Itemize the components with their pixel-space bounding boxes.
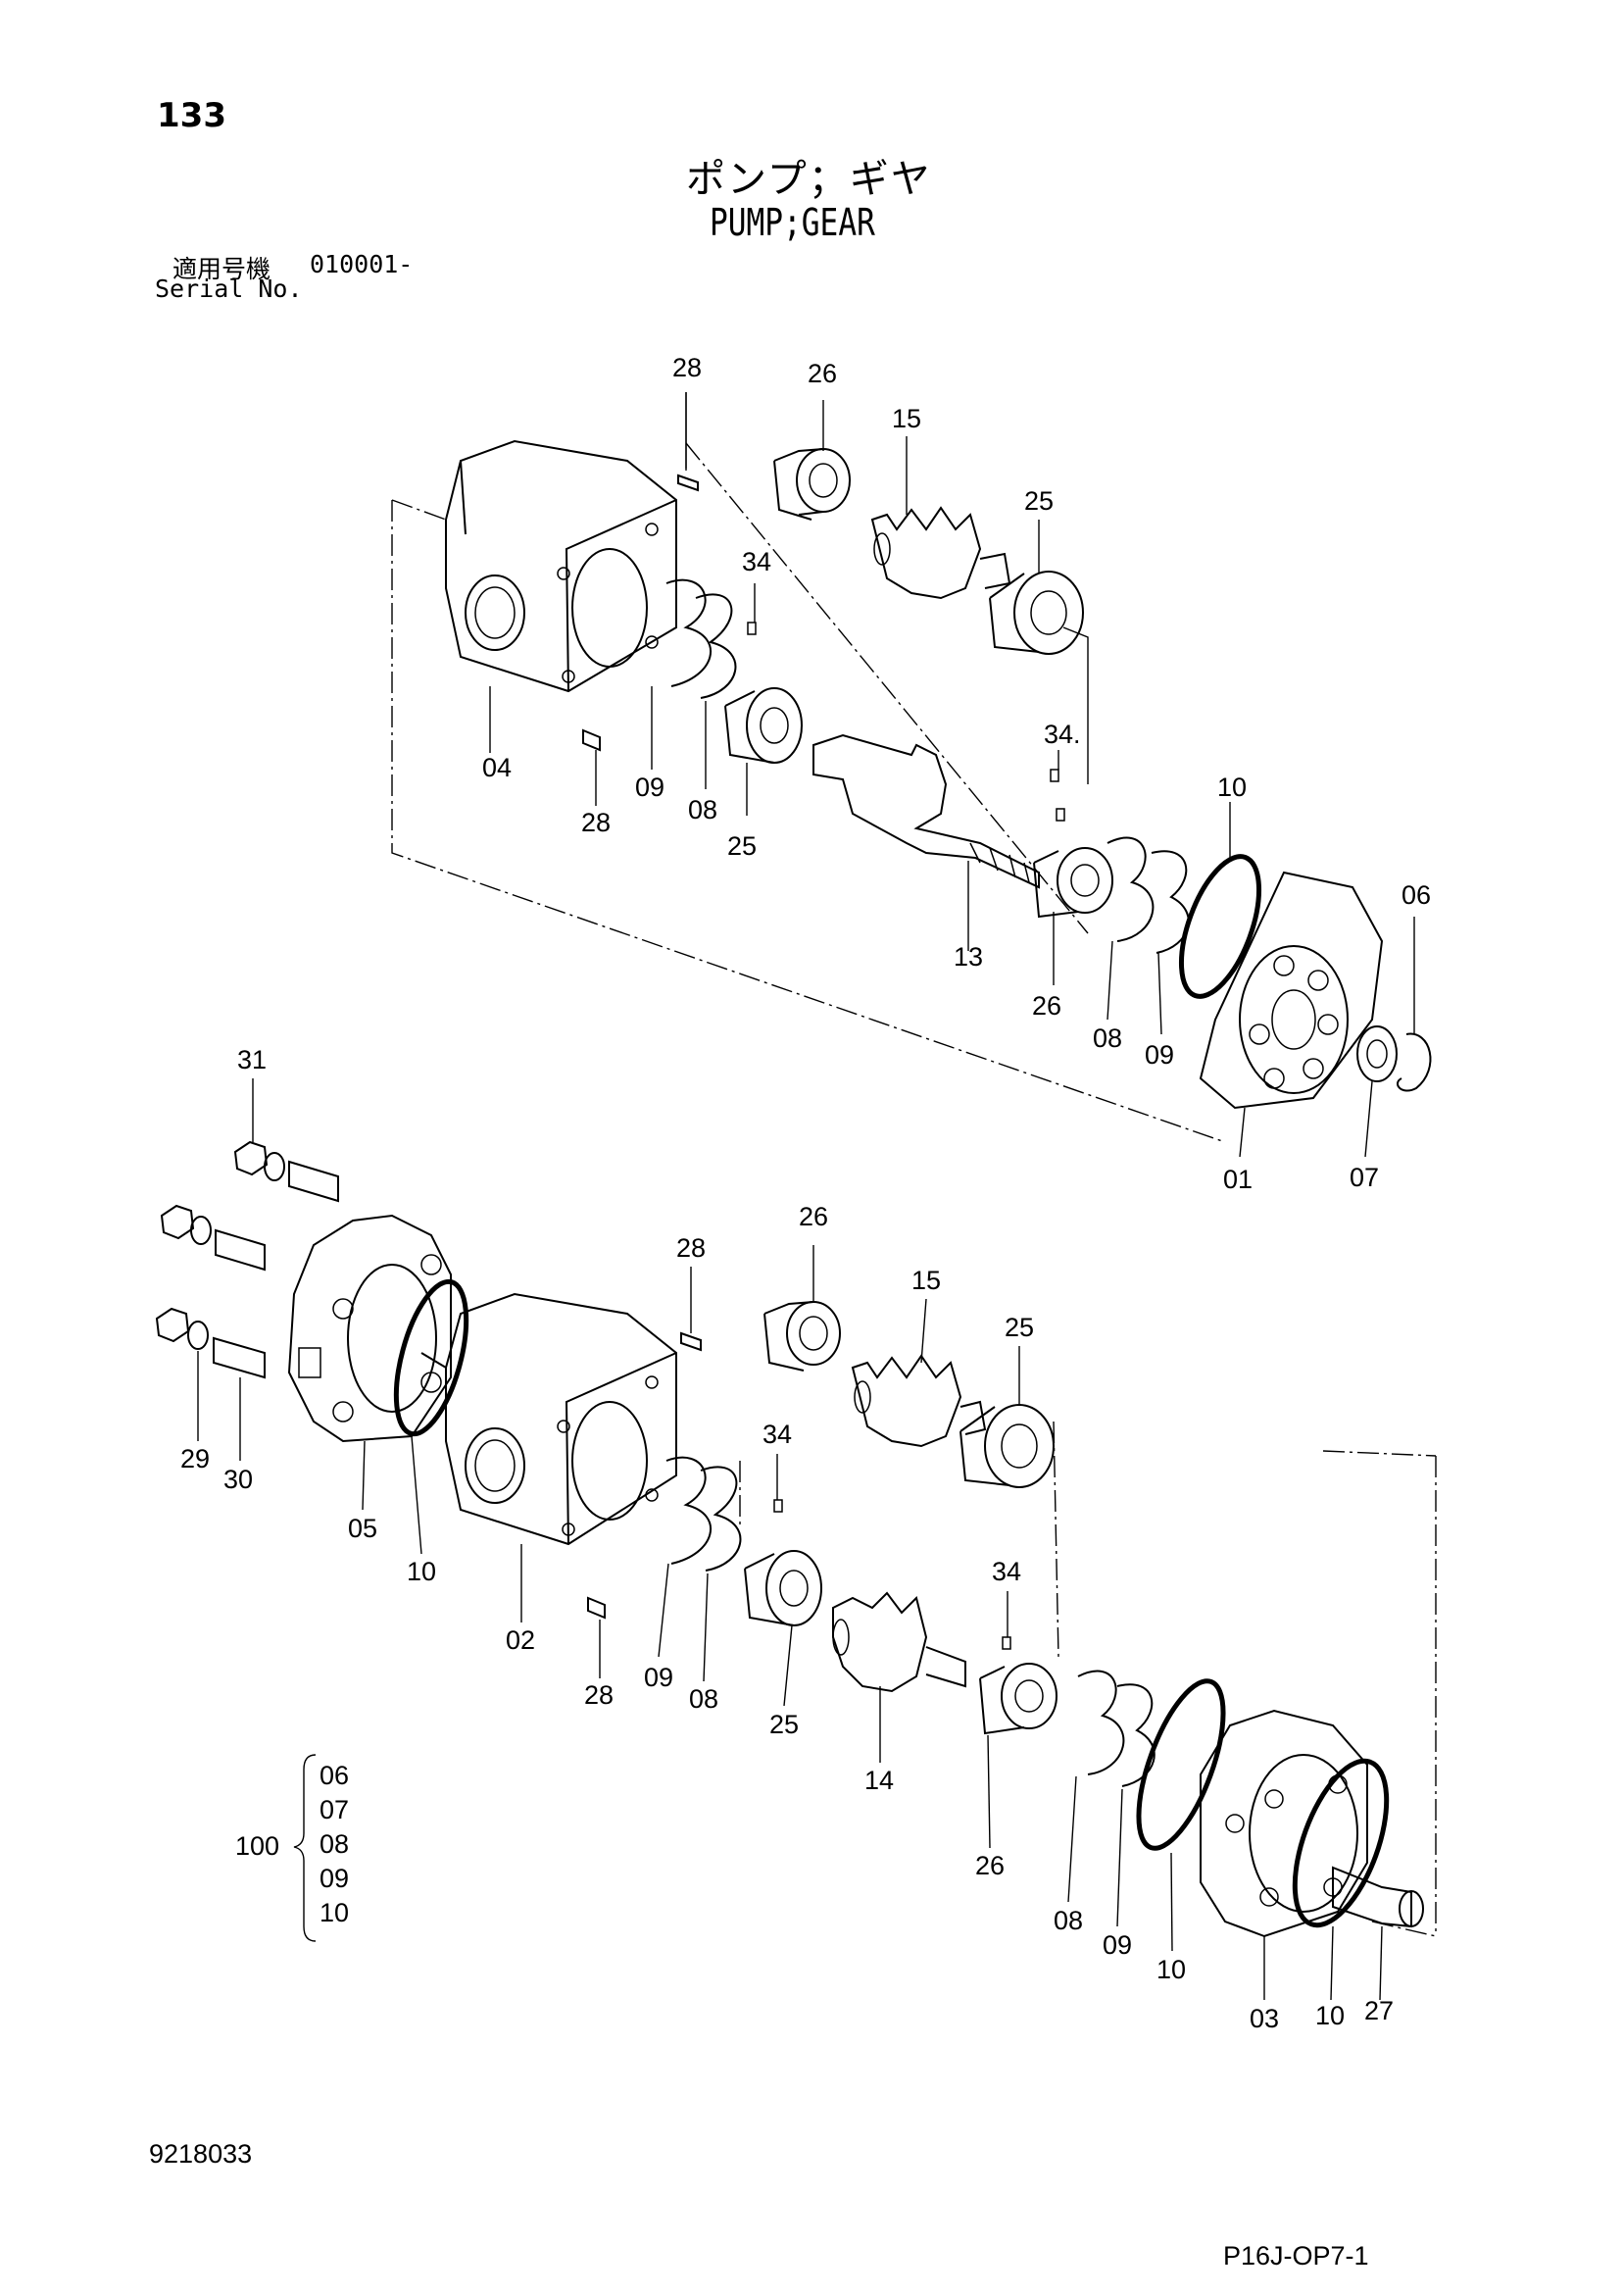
callout-06: 06 (1402, 880, 1431, 910)
drive-gear-13 (812, 733, 1040, 951)
page-number: 133 (157, 96, 226, 135)
callout-04: 04 (482, 753, 512, 782)
callout-28: 28 (672, 353, 702, 382)
callout-10: 10 (1315, 2001, 1345, 2030)
snap-ring-06 (1397, 1032, 1432, 1092)
callout-30: 30 (223, 1465, 253, 1494)
key-34-lower (773, 1499, 1011, 1650)
dowel-pin-28-lower (587, 1331, 702, 1620)
kit-brace (293, 1754, 317, 1942)
front-cover-01 (1199, 871, 1384, 1110)
callout-29: 29 (180, 1444, 210, 1473)
gear-14 (832, 1591, 966, 1693)
kit-item-07: 07 (320, 1795, 349, 1824)
callout-08: 08 (1054, 1906, 1083, 1935)
key-34-upper (747, 622, 1065, 822)
bushing-26-upper-lower (1033, 847, 1113, 985)
callout-28: 28 (676, 1233, 706, 1263)
serial-label-english: Serial No. (155, 275, 303, 303)
pump-body-02 (420, 1292, 677, 1546)
callout-28: 28 (581, 808, 611, 837)
callout-08: 08 (689, 1684, 718, 1714)
upper-leader-lines (489, 392, 1415, 1158)
bushing-26-lower (763, 1301, 841, 1372)
callout-08: 08 (1093, 1023, 1122, 1053)
callout-02: 02 (506, 1625, 535, 1655)
kit-item-09: 09 (320, 1864, 349, 1893)
page-code: P16J-OP7-1 (1223, 2241, 1369, 2271)
gear-15-upper (870, 506, 1011, 600)
serial-label-japanese: 適用号機 (172, 255, 271, 283)
gasket-09-08-upper (665, 578, 737, 699)
callout-01: 01 (1223, 1165, 1253, 1194)
kit-item-10: 10 (320, 1898, 349, 1927)
callout-34: 34 (742, 547, 771, 576)
kit-item-08: 08 (320, 1829, 349, 1859)
callout-26: 26 (1032, 991, 1061, 1021)
upper-assembly-guide-lines (391, 442, 1226, 1143)
callout-10: 10 (407, 1557, 436, 1586)
callout-25: 25 (769, 1710, 799, 1739)
callout-09: 09 (1145, 1040, 1174, 1070)
callout-25: 25 (727, 831, 757, 861)
bushing-25-lower-right (959, 1404, 1055, 1488)
kit-number: 100 (235, 1831, 279, 1861)
callout-09: 09 (644, 1663, 673, 1692)
callout-05: 05 (348, 1514, 377, 1543)
callout-13: 13 (954, 942, 983, 972)
callout-14: 14 (864, 1766, 894, 1795)
gasket-08-09-upper-right (1107, 836, 1190, 954)
callout-labels-lower: 31 26 28 15 25 34 29 30 05 10 02 34 09 2… (180, 1045, 1394, 2033)
end-cover-03 (1200, 1709, 1368, 1938)
o-ring-10-upper (1178, 854, 1262, 999)
callout-15: 15 (911, 1266, 941, 1295)
callout-34: 34 (992, 1557, 1021, 1586)
callout-08: 08 (688, 795, 717, 824)
gasket-08-09-lower-right (1077, 1670, 1156, 1787)
callout-34: 34 (762, 1420, 792, 1449)
kit-100-group: 100 06 07 08 09 10 (235, 1754, 349, 1942)
lower-leader-lines (197, 1078, 1383, 2001)
title-english: PUMP;GEAR (710, 201, 875, 244)
bushing-25-upper-right (989, 571, 1089, 784)
callout-25: 25 (1024, 486, 1054, 516)
o-ring-10-lower-right (1292, 1758, 1390, 1928)
bushing-26-upper (773, 448, 851, 521)
rear-cover-05 (287, 1214, 452, 1443)
callout-26: 26 (808, 359, 837, 388)
callout-10: 10 (1217, 773, 1247, 802)
callout-26: 26 (799, 1202, 828, 1231)
callout-03: 03 (1250, 2004, 1279, 2033)
o-ring-10-lower-middle (1136, 1678, 1226, 1851)
callout-28: 28 (584, 1680, 614, 1710)
o-ring-10-lower-left (393, 1278, 469, 1437)
callout-26: 26 (975, 1851, 1005, 1880)
serial-number-range: 010001- (310, 250, 414, 278)
callout-25: 25 (1005, 1313, 1034, 1342)
callout-09: 09 (1103, 1930, 1132, 1960)
callout-07: 07 (1350, 1163, 1379, 1192)
callout-27: 27 (1364, 1996, 1394, 2025)
bushing-25-upper-left (724, 687, 803, 764)
callout-31: 31 (237, 1045, 267, 1074)
oil-seal-07 (1356, 1025, 1398, 1082)
callout-09: 09 (635, 773, 664, 802)
kit-item-06: 06 (320, 1761, 349, 1790)
title-japanese: ポンプ；ギヤ (686, 157, 932, 202)
bolt-nut-31-29-30 (155, 1140, 339, 1379)
bushing-25-lower-left (744, 1550, 822, 1626)
gasket-09-08-lower (665, 1456, 742, 1572)
callout-34: 34. (1044, 720, 1081, 749)
document-number: 9218033 (149, 2139, 253, 2169)
dowel-pin-28 (582, 474, 699, 752)
lower-assembly-guide-lines (739, 1421, 1437, 1937)
gear-15-lower (851, 1354, 987, 1448)
shaft-coupling-27 (1332, 1866, 1424, 1928)
callout-10: 10 (1156, 1955, 1186, 1984)
callout-labels-upper: 28 26 15 25 34 04 09 08 28 25 34. 10 13 … (482, 353, 1431, 1194)
pump-body-04 (445, 439, 677, 693)
callout-15: 15 (892, 404, 921, 433)
bushing-26-lower-lower (979, 1663, 1057, 1735)
